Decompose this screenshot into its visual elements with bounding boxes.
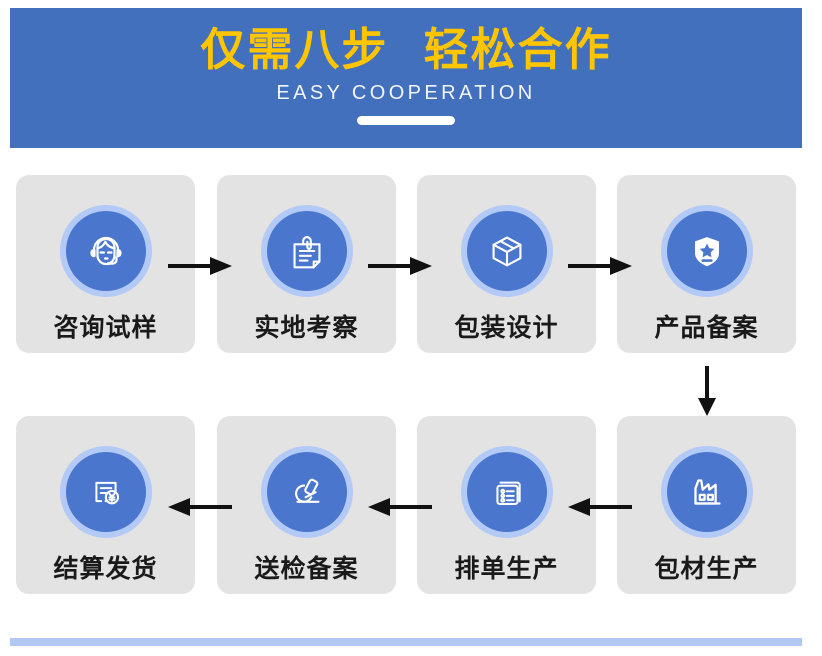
step-4-label: 产品备案 <box>654 313 759 342</box>
step-4-icon-halo <box>660 205 753 297</box>
bottom-accent-bar <box>10 638 802 646</box>
task-list-icon <box>466 452 547 532</box>
step-6-icon-halo <box>460 446 553 538</box>
arrow-step1-to-step2 <box>166 253 234 279</box>
step-card-4[interactable]: 产品备案 <box>617 175 796 353</box>
step-card-1[interactable]: 咨询试样 <box>16 175 195 353</box>
step-card-6[interactable]: 排单生产 <box>417 416 596 594</box>
step-3-label: 包装设计 <box>454 313 559 342</box>
page-subtitle: EASY COOPERATION <box>276 81 536 104</box>
arrow-step2-to-step3 <box>366 253 434 279</box>
process-flow-diagram: 咨询试样 实地考察 <box>0 160 822 610</box>
factory-icon <box>666 452 747 532</box>
step-3-icon-halo <box>460 205 553 297</box>
step-card-8[interactable]: 结算发货 <box>16 416 195 594</box>
arrow-step3-to-step4 <box>566 253 634 279</box>
step-1-label: 咨询试样 <box>53 313 158 342</box>
arrow-step4-to-step5 <box>694 364 720 418</box>
title-divider <box>357 115 455 125</box>
step-5-label: 包材生产 <box>654 554 759 583</box>
package-box-icon <box>466 211 547 291</box>
arrow-step7-to-step8 <box>166 494 234 520</box>
clipboard-document-icon <box>266 211 347 291</box>
page-title: 仅需八步 轻松合作 <box>200 23 612 76</box>
arrow-step5-to-step6 <box>566 494 634 520</box>
step-2-icon-halo <box>260 205 353 297</box>
step-card-2[interactable]: 实地考察 <box>217 175 396 353</box>
microscope-icon <box>266 452 347 532</box>
arrow-step6-to-step7 <box>366 494 434 520</box>
header-banner: 仅需八步 轻松合作 EASY COOPERATION <box>10 8 802 148</box>
step-6-label: 排单生产 <box>454 554 559 583</box>
step-card-3[interactable]: 包装设计 <box>417 175 596 353</box>
step-card-7[interactable]: 送检备案 <box>217 416 396 594</box>
invoice-yuan-icon <box>65 452 146 532</box>
step-card-5[interactable]: 包材生产 <box>617 416 796 594</box>
step-1-icon-halo <box>59 205 152 297</box>
step-8-label: 结算发货 <box>53 554 158 583</box>
step-5-icon-halo <box>660 446 753 538</box>
step-8-icon-halo <box>59 446 152 538</box>
shield-star-badge-icon <box>666 211 747 291</box>
step-7-label: 送检备案 <box>254 554 359 583</box>
step-7-icon-halo <box>260 446 353 538</box>
step-2-label: 实地考察 <box>254 313 359 342</box>
headset-support-icon <box>65 211 146 291</box>
